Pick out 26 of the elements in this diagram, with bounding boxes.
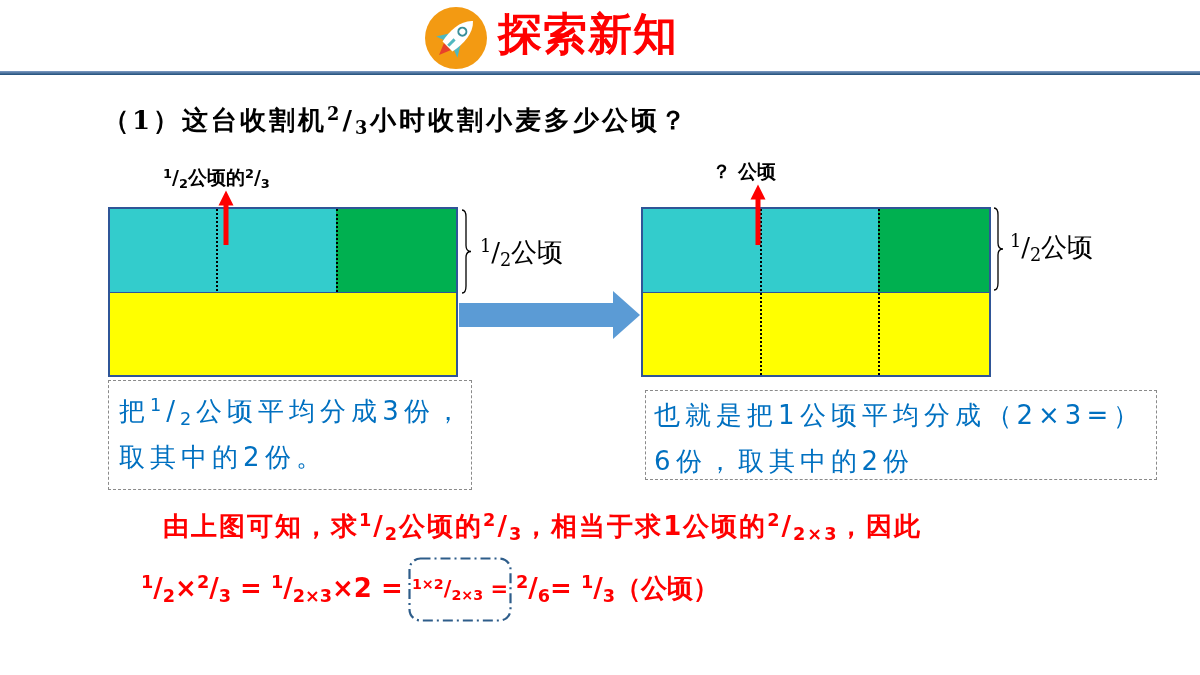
lower-half: [110, 292, 456, 375]
note-box: [645, 390, 1157, 480]
area-rectangle: [108, 207, 458, 377]
unselected-part: [336, 209, 456, 292]
equation-text: $^{1}$/$_{2}$×$^{2}$/$_{3}$ = $^{1}$/$_{2×3}$×2 =: [141, 572, 403, 606]
leader-arrow: [750, 184, 766, 245]
question-text: （1）这台收割机$^{2}$/$_{3}$小时收割小麦多少公顷？: [103, 104, 690, 138]
slide-title: 探索新知: [498, 8, 678, 61]
note-text: 把$^{1}$/$_{2}$公顷平均分成3份，取其中的2份。: [119, 394, 467, 474]
arrow-label: $^{1}$/$_{2}$公顷的$^{2}$/$_{3}$: [163, 164, 270, 191]
fraction-expression: $^{1×2}$/$_{2×3}$ =: [411, 575, 509, 604]
lower-half: [643, 292, 989, 375]
block-arrow: [459, 291, 640, 339]
selected-part: [643, 209, 878, 292]
arrow-label: ？ 公顷: [712, 158, 776, 185]
highlight-frame: [408, 557, 512, 622]
unselected-part: [878, 209, 989, 292]
area-rectangle: [641, 207, 991, 377]
explanation-text: 由上图可知，求$^{1}$/$_{2}$公顷的$^{2}$/$_{3}$，相当于求1公顷的$^{2}$/$_{2×3}$，因此: [163, 510, 923, 544]
note-text: 也就是把1公顷平均分成（2×3=）6份，取其中的2份: [654, 399, 1146, 478]
note-box: [108, 380, 472, 490]
equation-text: $^{2}$/$_{6}$= $^{1}$/$_{3}$（公顷）: [516, 572, 720, 606]
selected-part: [110, 209, 336, 292]
brace-label: $^{1}$/$_{2}$公顷: [480, 236, 564, 270]
leader-arrow: [218, 190, 234, 245]
brace-label: $^{1}$/$_{2}$公顷: [1010, 231, 1094, 265]
